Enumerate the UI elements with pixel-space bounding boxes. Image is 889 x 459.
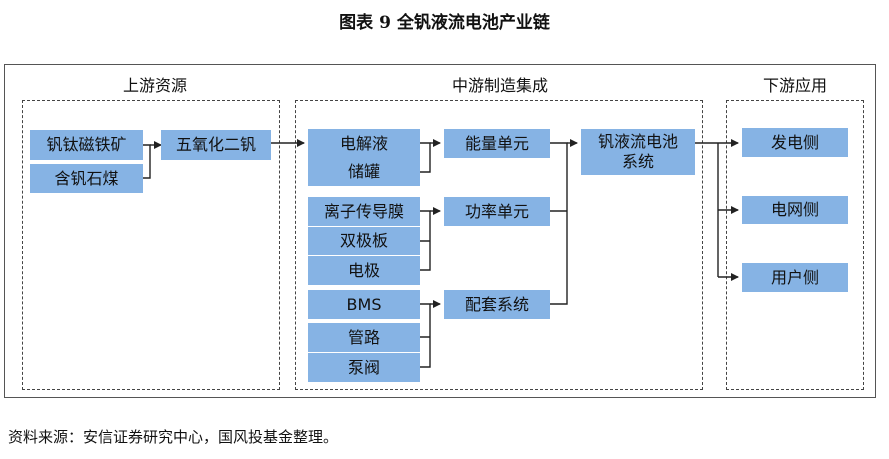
node-bop-system: 配套系统 (444, 290, 550, 319)
node-grid-side: 电网侧 (742, 196, 848, 224)
node-vanadium-titanium-magnetite: 钒钛磁铁矿 (30, 130, 143, 160)
group-downstream (726, 100, 864, 390)
node-user-side: 用户侧 (742, 263, 848, 292)
group-upstream (22, 100, 280, 390)
group-upstream-title: 上游资源 (122, 76, 187, 95)
node-bms: BMS (308, 290, 420, 319)
node-ion-membrane: 离子传导膜 (308, 197, 420, 226)
node-storage-tank: 储罐 (308, 158, 420, 186)
node-vanadium-pentoxide: 五氧化二钒 (161, 130, 271, 160)
node-power-unit: 功率单元 (444, 197, 550, 226)
energy-merge-line (420, 142, 431, 173)
upstream-merge-line (143, 144, 151, 179)
node-pump-valve: 泵阀 (308, 353, 420, 382)
node-battery-system: 钒液流电池 系统 (581, 129, 695, 175)
source-note: 资料来源：安信证券研究中心，国风投基金整理。 (8, 428, 339, 446)
units-merge-line (550, 142, 568, 305)
node-vanadium-stone-coal: 含钒石煤 (30, 164, 143, 193)
bop-merge-line (420, 303, 431, 368)
group-downstream-title: 下游应用 (762, 76, 827, 95)
node-battery-system-line2: 系统 (621, 152, 654, 171)
node-generation-side: 发电侧 (742, 128, 848, 157)
node-electrode: 电极 (308, 256, 420, 285)
figure-title: 图表 9 全钒液流电池产业链 (339, 13, 550, 33)
node-bipolar-plate: 双极板 (308, 227, 420, 255)
group-midstream-title: 中游制造集成 (451, 76, 548, 95)
node-piping: 管路 (308, 323, 420, 352)
power-merge-line (420, 210, 431, 271)
node-energy-unit: 能量单元 (444, 129, 550, 158)
node-battery-system-line1: 钒液流电池 (597, 132, 678, 151)
group-midstream (295, 100, 703, 390)
node-electrolyte: 电解液 (308, 129, 420, 158)
diagram-frame (4, 64, 876, 398)
